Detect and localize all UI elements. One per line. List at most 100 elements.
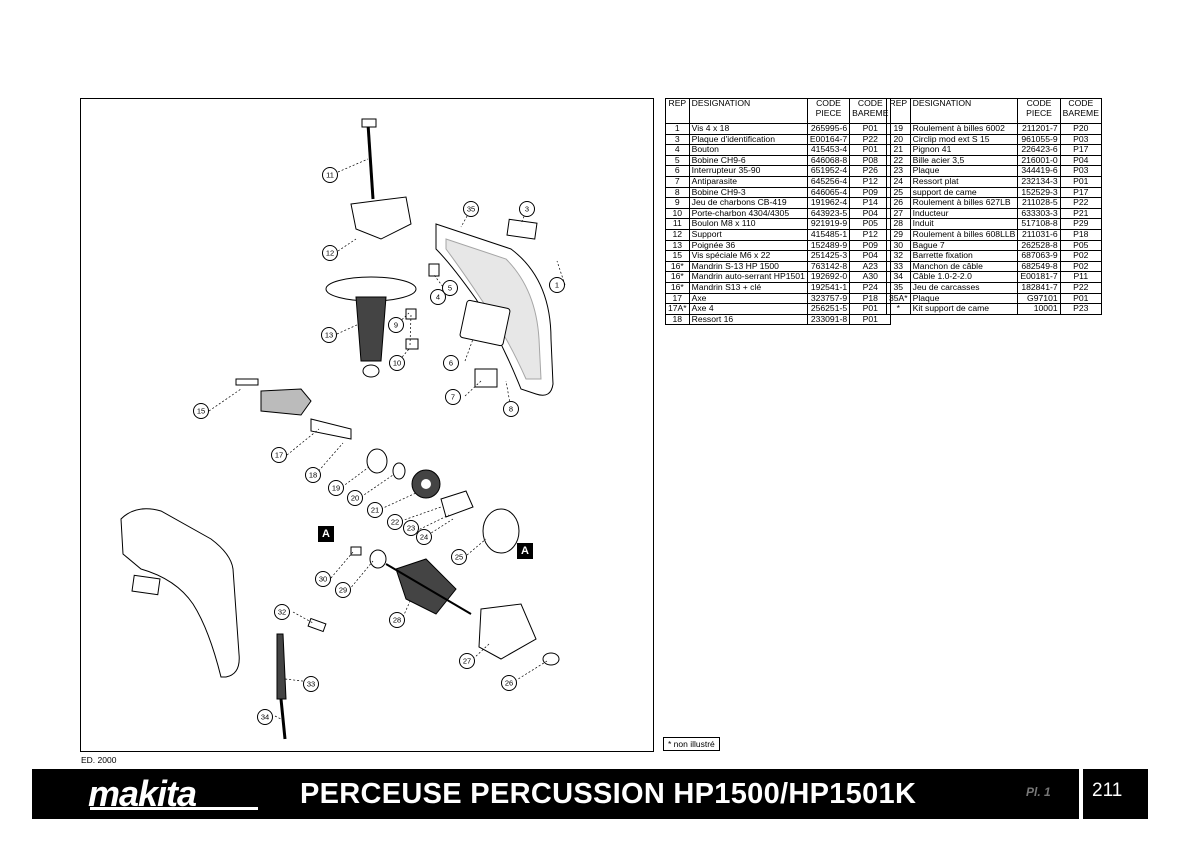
cell-code-bareme: P03 [1059,134,1102,146]
cell-code-bareme: P17 [1059,187,1102,199]
cell-code-bareme: P24 [849,282,891,294]
cell-code-piece: 323757-9 [806,293,850,305]
callout-28: 28 [389,612,405,628]
cell-rep: 20 [886,134,911,146]
cell-designation: Roulement à billes 608LLB [909,229,1018,241]
cell-code-piece: 344419-6 [1017,166,1061,177]
cell-code-piece: E00181-7 [1017,272,1061,283]
cell-code-piece: 633303-3 [1017,208,1061,220]
cell-code-piece: 682549-8 [1017,261,1061,273]
cell-code-piece: 182841-7 [1017,282,1061,294]
svg-text:32: 32 [278,608,286,617]
brush-holder2-shape [405,338,419,350]
col-code-piece: CODE PIECE [806,98,850,124]
plate-label: Pl. 1 [1026,785,1051,799]
bearing26-shape [542,652,560,666]
svg-text:15: 15 [197,407,205,416]
cell-designation: Support [688,229,808,241]
svg-text:34: 34 [261,713,269,722]
col-code-bareme: CODE BAREME [849,98,891,124]
cell-designation: Inducteur [909,208,1018,220]
cell-designation: Mandrin S13 + clé [688,282,808,294]
page-number: 211 [1092,780,1123,801]
cell-code-bareme: A30 [849,272,891,283]
cell-designation: Pignon 41 [909,145,1018,156]
cell-code-piece: 651952-4 [806,166,850,177]
callout-19: 19 [328,480,344,496]
cell-code-bareme: P04 [849,251,891,262]
svg-text:24: 24 [420,533,428,542]
cell-code-bareme: P04 [1059,155,1102,167]
brush-holder-shape [405,308,417,320]
cell-code-piece: 256251-5 [806,303,850,315]
cell-code-bareme: P22 [1059,198,1102,209]
switch-shape [459,299,511,347]
svg-text:11: 11 [326,171,334,180]
svg-text:22: 22 [391,518,399,527]
cell-code-bareme: P26 [849,166,891,177]
cell-designation: Manchon de câble [909,261,1018,273]
cell-designation: Circlip mod ext S 15 [909,134,1018,146]
callout-29: 29 [335,582,351,598]
cell-rep: 10 [665,208,690,220]
callout-30: 30 [315,571,331,587]
callout-21: 21 [367,502,383,518]
cell-designation: Axe 4 [688,303,808,315]
svg-text:25: 25 [455,553,463,562]
col-designation: DESIGNATION [909,98,1018,124]
svg-text:1: 1 [555,281,559,290]
cell-rep: 25 [886,187,911,199]
callout-17: 17 [271,447,287,463]
clamp-shape [307,617,327,633]
cell-code-bareme: P17 [1059,145,1102,156]
cell-rep: 35 [886,282,911,294]
cell-rep: 17A* [665,303,690,315]
cell-designation: Jeu de carcasses [909,282,1018,294]
cell-designation: Boulon M8 x 110 [688,219,808,230]
callout-33: 33 [303,676,319,692]
callout-6: 6 [443,355,459,371]
cell-code-piece: 517108-8 [1017,219,1061,230]
cell-code-piece: 216001-0 [1017,155,1061,167]
cell-designation: Câble 1.0-2-2.0 [909,272,1018,283]
cell-code-bareme: P22 [849,134,891,146]
title-bar: makita PERCEUSE PERCUSSION HP1500/HP1501… [32,769,1148,819]
page-separator [1079,769,1083,819]
cell-code-piece: 763142-8 [806,261,850,273]
cell-designation: Mandrin S-13 HP 1500 [688,261,808,273]
col-code-piece: CODE PIECE [1017,98,1061,124]
drill-body-shape [120,508,240,678]
document-title: PERCEUSE PERCUSSION HP1500/HP1501K [300,778,917,810]
cell-code-piece: 251425-3 [806,251,850,262]
plate-shape [440,490,474,518]
callout-7: 7 [445,389,461,405]
cell-designation: Vis 4 x 18 [688,123,808,135]
svg-text:27: 27 [463,657,471,666]
cell-code-bareme: P18 [849,293,891,305]
cell-code-bareme: P01 [849,145,891,156]
cell-code-bareme: P11 [1059,272,1102,283]
col-code-bareme: CODE BAREME [1059,98,1102,124]
cell-code-piece: 643923-5 [806,208,850,220]
svg-text:21: 21 [371,506,379,515]
edition-label: ED. 2000 [81,755,117,765]
spindle-shape [310,418,352,440]
cell-code-piece: 415453-4 [806,145,850,156]
chuck-shape [260,388,312,416]
callout-9: 9 [388,317,404,333]
callout-3: 3 [519,201,535,217]
svg-text:9: 9 [394,321,398,330]
callout-20: 20 [347,490,363,506]
svg-text:29: 29 [339,586,347,595]
bearing29-shape [369,549,387,569]
cell-code-piece: 645256-4 [806,176,850,188]
svg-text:35: 35 [467,205,475,214]
callout-32: 32 [274,604,290,620]
svg-text:5: 5 [448,284,452,293]
cell-designation: Antiparasite [688,176,808,188]
